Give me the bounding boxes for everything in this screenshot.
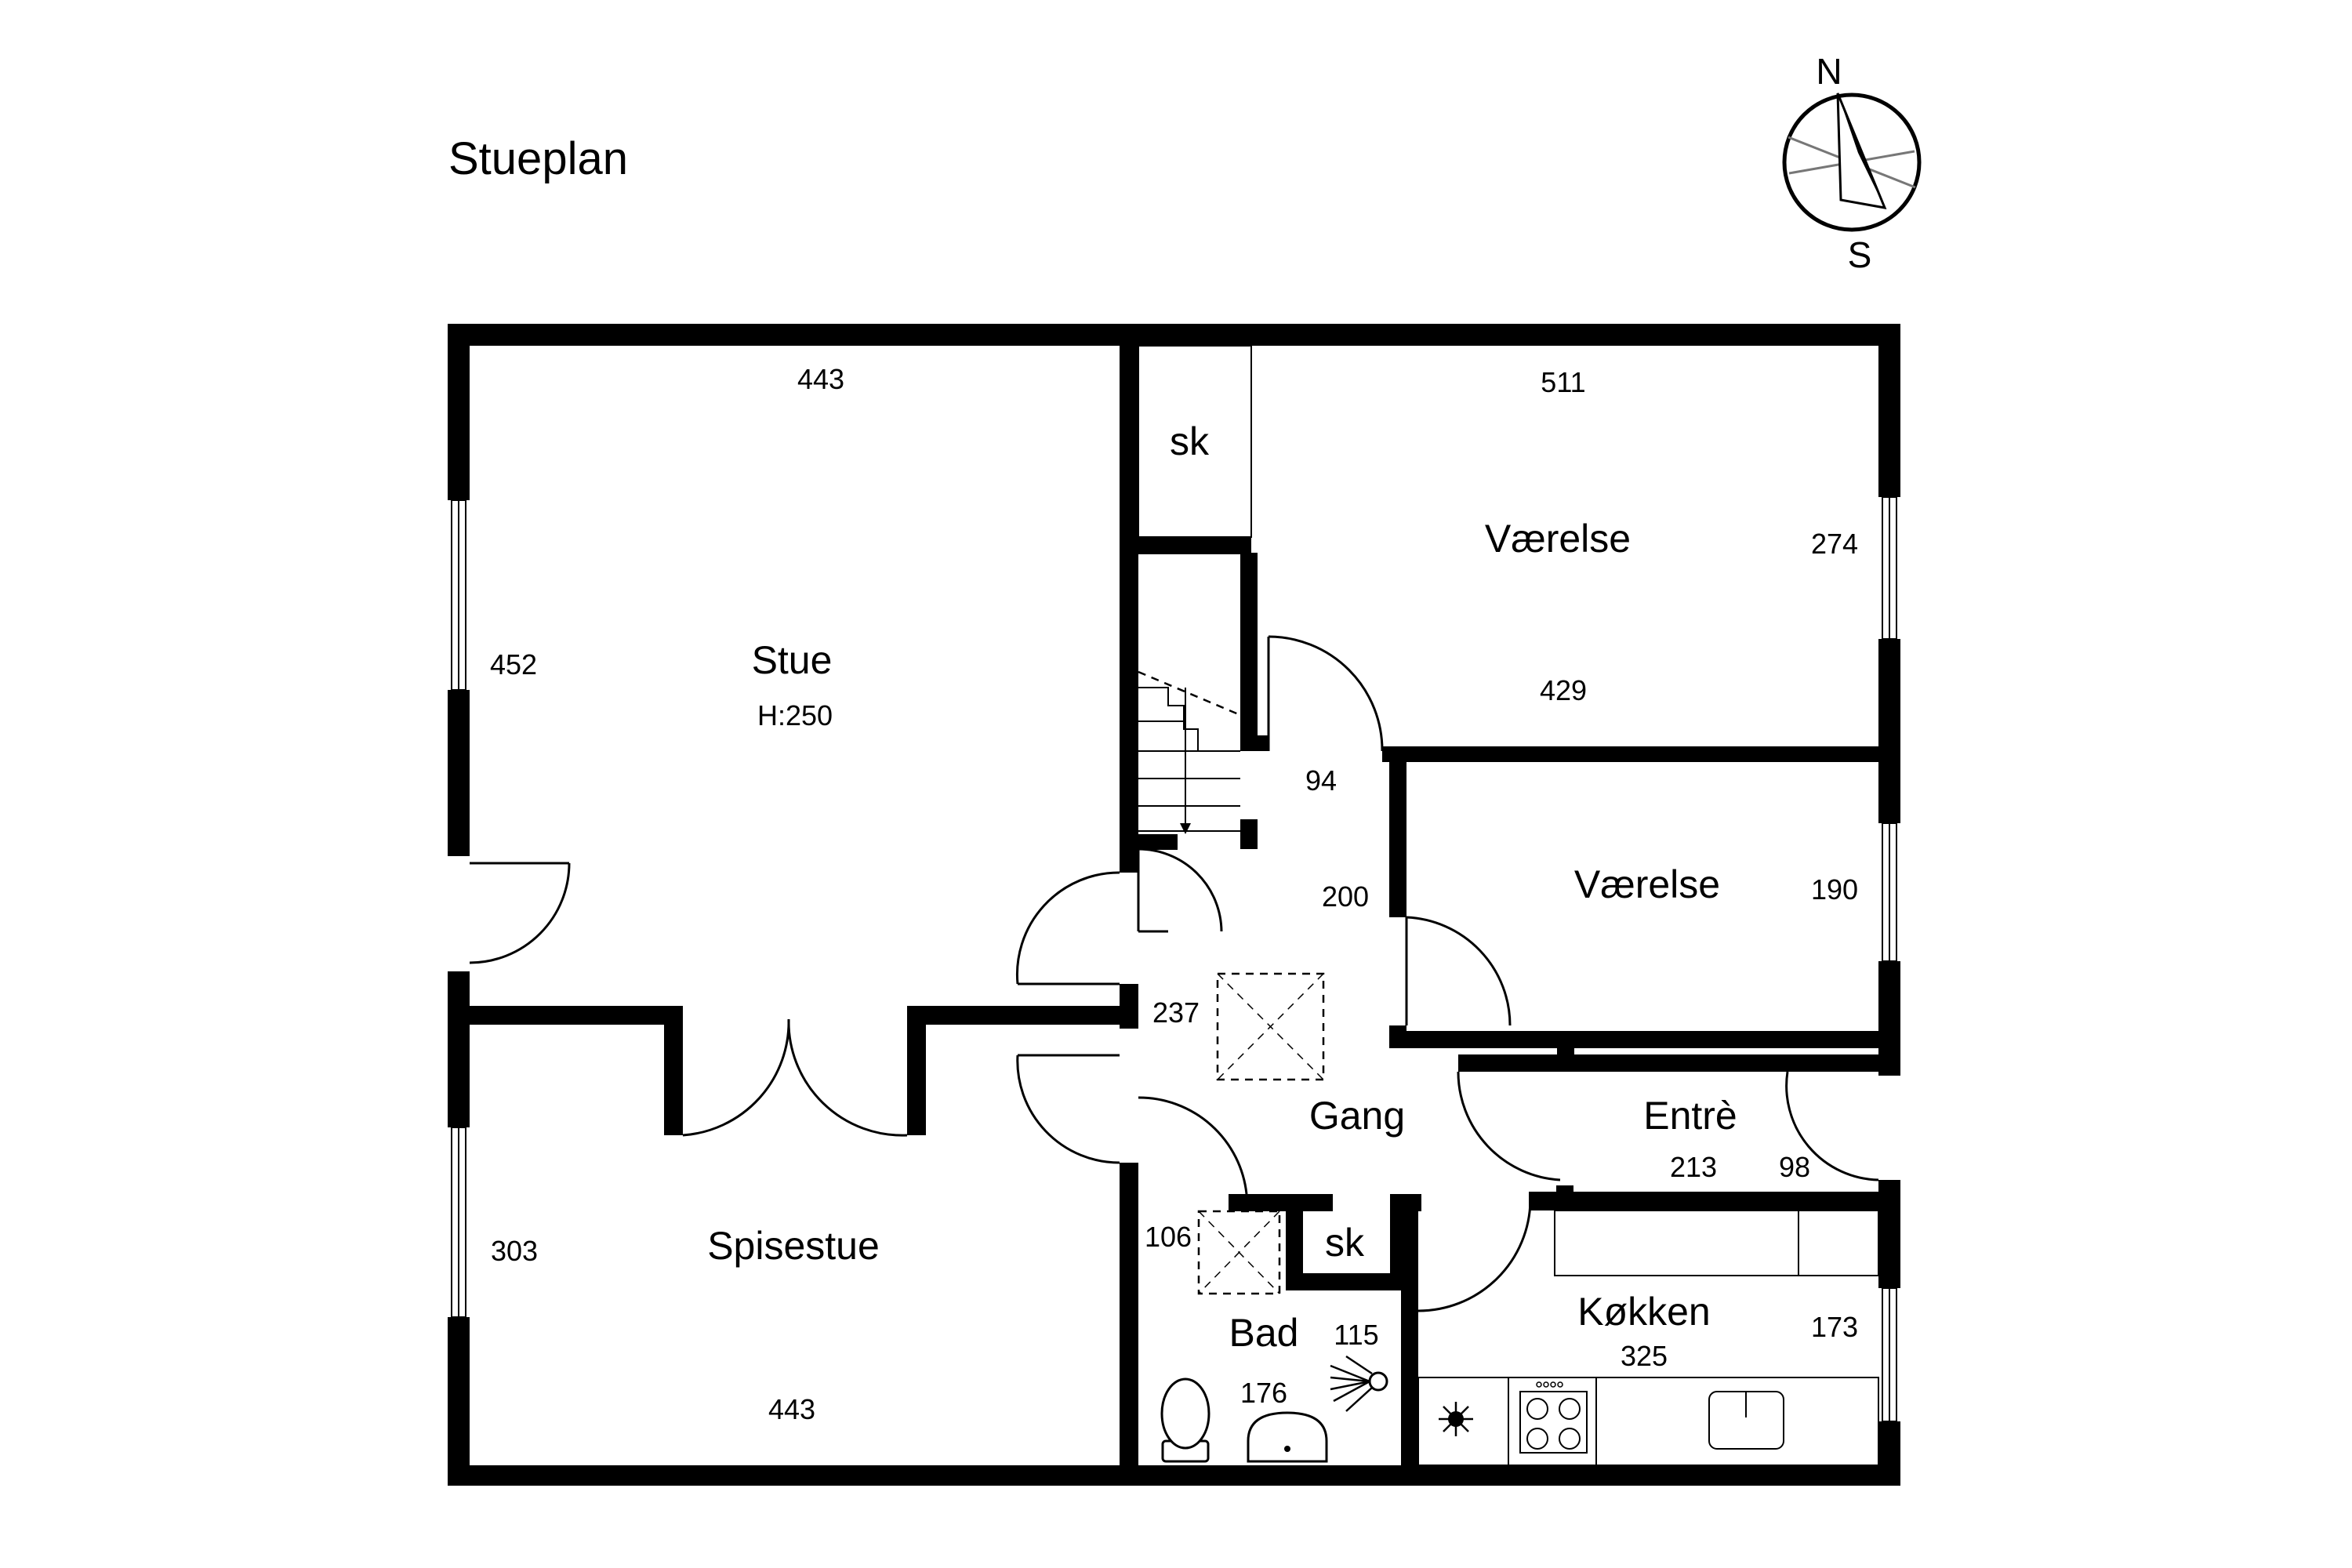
room-label-vaerelse-2: Værelse [1574,862,1720,906]
skylight-bath-icon [1197,1210,1281,1295]
dim-gang-a: 94 [1305,764,1337,797]
dim-gang-b: 200 [1322,880,1369,913]
dim-vaerelse-1-width-bottom: 429 [1540,674,1587,706]
compass-south-label: S [1848,234,1872,275]
toilet-icon [1160,1377,1210,1463]
room-label-entre: Entrè [1643,1094,1737,1138]
room-label-bad: Bad [1229,1311,1299,1355]
stove-icon [1519,1381,1588,1454]
dim-vaerelse-1-depth: 274 [1811,528,1858,560]
compass-north-label: N [1816,51,1842,92]
plan-title: Stueplan [448,133,628,184]
room-label-gang: Gang [1309,1094,1405,1138]
kitchen-counter-top [1554,1210,1879,1276]
skylight-icon [1216,972,1325,1081]
room-label-vaerelse-1: Værelse [1485,517,1631,561]
doors [469,635,1879,1312]
dim-stue-depth: 452 [490,648,537,681]
room-label-spisestue: Spisestue [707,1224,880,1268]
windows [451,496,1897,1422]
dim-stue-width: 443 [797,363,844,395]
dim-koekken-depth: 173 [1811,1311,1858,1343]
dim-vaerelse-2-depth: 190 [1811,873,1858,906]
dim-koekken-width: 325 [1621,1340,1668,1372]
kitchen-counter-bottom [1417,1377,1879,1466]
dim-entre-depth: 98 [1779,1151,1810,1183]
stairs-icon [1138,670,1241,834]
dim-spisestue-depth: 303 [491,1235,538,1267]
dim-entre-width: 213 [1670,1151,1717,1183]
dim-vaerelse-1-width-top: 511 [1541,366,1585,398]
dim-bad-c: 176 [1240,1377,1287,1409]
dim-spisestue-width: 443 [768,1393,815,1425]
kitchen-sink-icon [1708,1391,1784,1450]
room-height-stue: H:250 [757,699,833,731]
room-label-stue: Stue [752,638,833,682]
sink-icon [1247,1411,1328,1463]
dim-bad-b: 115 [1334,1319,1378,1351]
dim-gang-c: 237 [1152,996,1200,1029]
dim-bad-a: 106 [1145,1221,1192,1253]
walls [448,324,1900,1486]
shower-icon [1330,1355,1388,1412]
compass-icon: N S [1782,51,1922,275]
room-label-closet-top: sk [1170,419,1210,463]
room-label-closet-bath: sk [1325,1221,1365,1265]
freezer-icon [1439,1402,1473,1436]
room-label-koekken: Køkken [1577,1290,1711,1334]
